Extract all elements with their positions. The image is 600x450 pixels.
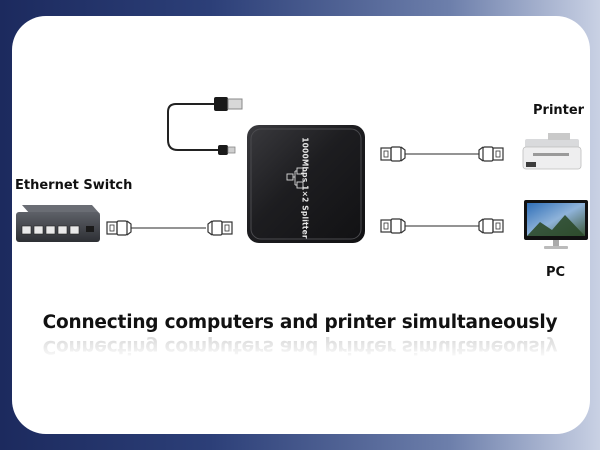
pc-monitor: [524, 200, 588, 249]
ethernet-switch-label: Ethernet Switch: [15, 178, 133, 193]
ethernet-cable-switch: [106, 220, 233, 236]
splitter-label: 1000Mbps 1×2 Splitter: [300, 137, 310, 239]
ethernet-cable-pc: [380, 218, 504, 234]
printer-device: [522, 133, 582, 170]
splitter-device: [247, 125, 365, 243]
pc-label: PC: [546, 265, 566, 280]
network-icon: [286, 167, 304, 189]
ethernet-switch-device: [16, 205, 100, 242]
usb-cable: [167, 97, 243, 155]
ethernet-cable-printer: [380, 146, 504, 162]
headline-reflection: Connecting computers and printer simulta…: [42, 336, 558, 357]
printer-label: Printer: [533, 103, 585, 118]
headline: Connecting computers and printer simulta…: [42, 312, 558, 333]
